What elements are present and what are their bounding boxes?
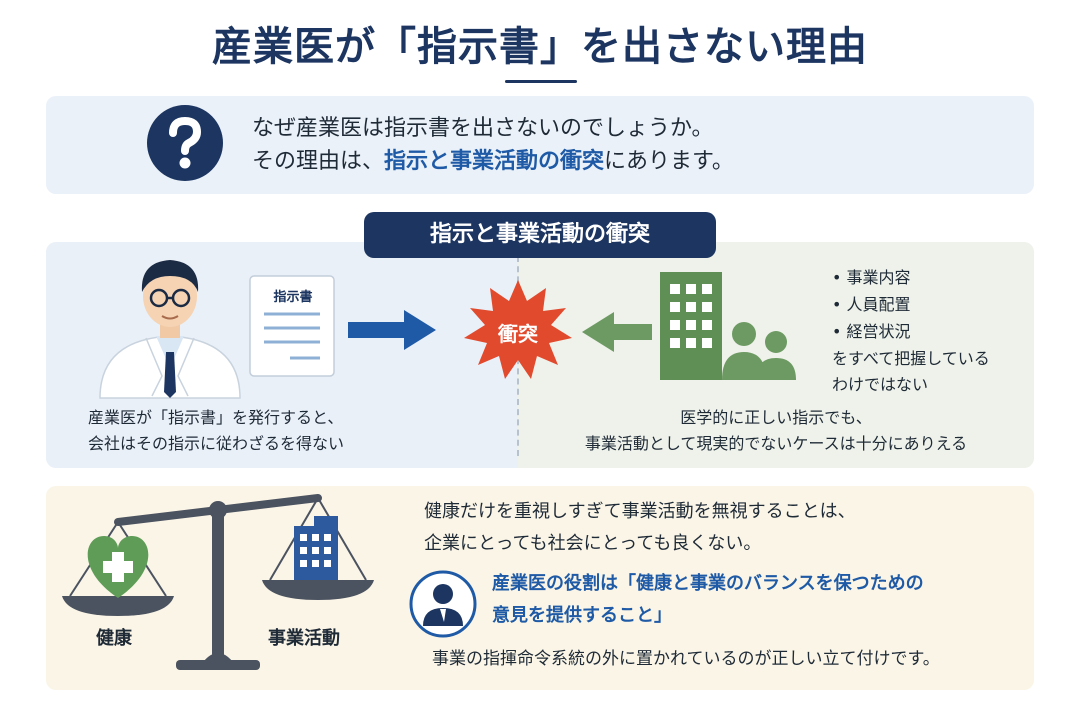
business-label: 事業活動 xyxy=(268,628,340,649)
role-statement: 産業医の役割は「健康と事業のバランスを保つための 意見を提供すること」 xyxy=(492,568,924,632)
question-icon xyxy=(147,105,223,181)
balance-statement: 健康だけを重視しすぎて事業活動を無視することは、 企業にとっても社会にとっても良… xyxy=(424,496,856,560)
doctor-caption-line: 産業医が「指示書」を発行すると、 xyxy=(88,408,344,427)
statement-line: 健康だけを重視しすぎて事業活動を無視することは、 xyxy=(424,501,856,522)
company-panel xyxy=(518,242,1034,468)
question-text: なぜ産業医は指示書を出さないのでしょうか。 その理由は、指示と事業活動の衝突にあ… xyxy=(252,112,734,178)
page-title: 産業医が「指示書」を出さない理由 xyxy=(212,24,868,70)
bullet-item: 事業内容 xyxy=(832,264,911,291)
doctor-caption: 産業医が「指示書」を発行すると、 会社はその指示に従わざるを得ない xyxy=(88,405,344,457)
question-box: なぜ産業医は指示書を出さないのでしょうか。 その理由は、指示と事業活動の衝突にあ… xyxy=(46,96,1034,194)
question-line-2-end: にあります。 xyxy=(604,149,734,174)
bullet-item: 経営状況 xyxy=(832,318,911,345)
health-label: 健康 xyxy=(96,628,132,649)
company-caption-line: 医学的に正しい指示でも、 xyxy=(680,408,872,427)
role-line: 意見を提供すること」 xyxy=(492,605,672,626)
question-line-2: その理由は、指示と事業活動の衝突にあります。 xyxy=(252,145,734,178)
collision-label: 衝突 xyxy=(498,322,538,346)
company-note-line: わけではない xyxy=(832,375,929,394)
conclusion-text: 事業の指揮命令系統の外に置かれているのが正しい立て付けです。 xyxy=(432,649,940,669)
role-line: 産業医の役割は「健康と事業のバランスを保つための xyxy=(492,573,924,594)
company-caption: 医学的に正しい指示でも、 事業活動として現実的でないケースは十分にありえる xyxy=(518,405,1034,457)
bullet-item: 人員配置 xyxy=(832,291,911,318)
company-bullet-list: 事業内容 人員配置 経営状況 xyxy=(832,264,911,345)
title-underline xyxy=(505,80,577,83)
company-caption-line: 事業活動として現実的でないケースは十分にありえる xyxy=(584,434,968,453)
company-note: をすべて把握している わけではない xyxy=(832,346,990,398)
question-line-2-start: その理由は、 xyxy=(252,149,385,174)
statement-line: 企業にとっても社会にとっても良くない。 xyxy=(424,533,762,554)
company-note-line: をすべて把握している xyxy=(832,349,990,368)
question-highlight: 指示と事業活動の衝突 xyxy=(384,149,605,174)
doctor-caption-line: 会社はその指示に従わざるを得ない xyxy=(88,434,345,453)
question-line-1: なぜ産業医は指示書を出さないのでしょうか。 xyxy=(252,116,714,141)
conflict-heading: 指示と事業活動の衝突 xyxy=(364,212,716,258)
document-label: 指示書 xyxy=(273,290,313,305)
